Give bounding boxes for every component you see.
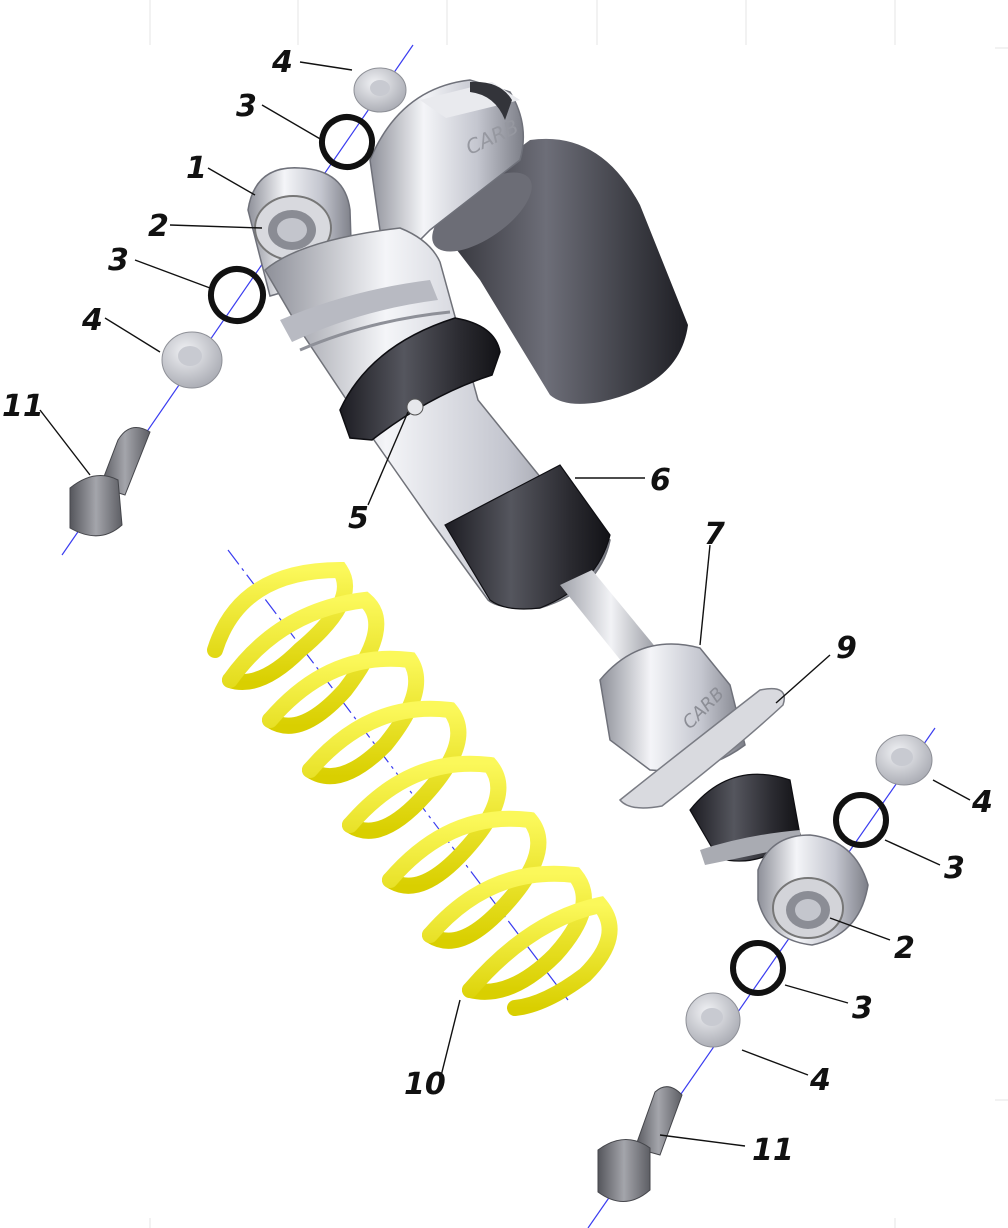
callout-1: 1 — [186, 151, 207, 186]
shock-head: CARB — [369, 79, 525, 251]
callout-11-left: 11 — [2, 389, 44, 424]
bolt-bottom — [597, 1086, 683, 1202]
callout-3-bottom: 3 — [852, 991, 873, 1026]
callout-2-top: 2 — [148, 209, 169, 244]
preload-collar — [339, 317, 501, 441]
coil-spring — [207, 561, 618, 1016]
callout-3-right: 3 — [944, 851, 965, 886]
callout-5: 5 — [348, 501, 369, 536]
callout-6: 6 — [650, 463, 671, 498]
callout-4-right: 4 — [971, 785, 993, 820]
washer-top — [353, 67, 407, 113]
callout-4-bottom: 4 — [809, 1063, 831, 1098]
callout-7: 7 — [704, 517, 725, 552]
shock-shaft — [560, 570, 662, 672]
callout-4-top: 4 — [271, 45, 293, 80]
body-sleeve — [444, 464, 611, 610]
callout-11-bottom: 11 — [752, 1133, 794, 1168]
callout-4-left: 4 — [81, 303, 103, 338]
callout-3-top: 3 — [236, 89, 257, 124]
lower-adjuster — [689, 773, 801, 865]
spring-perch — [618, 687, 785, 809]
callout-labels: 4 3 1 2 3 4 11 5 6 7 9 4 3 2 3 4 10 11 — [2, 45, 993, 1168]
callout-10: 10 — [404, 1067, 446, 1102]
washer-right — [875, 734, 933, 786]
callout-9: 9 — [836, 631, 857, 666]
washer-bottom — [685, 992, 741, 1048]
callout-3-left: 3 — [108, 243, 129, 278]
reservoir-canister — [430, 138, 688, 404]
callout-2-bottom: 2 — [894, 931, 915, 966]
bottom-eyelet — [757, 834, 869, 946]
bolt-left — [69, 427, 151, 537]
washer-left — [161, 331, 223, 389]
leader-lines — [39, 61, 971, 1147]
frame-ticks — [149, 0, 1008, 1228]
top-hat-washers — [161, 67, 933, 1048]
o-rings — [208, 114, 889, 996]
